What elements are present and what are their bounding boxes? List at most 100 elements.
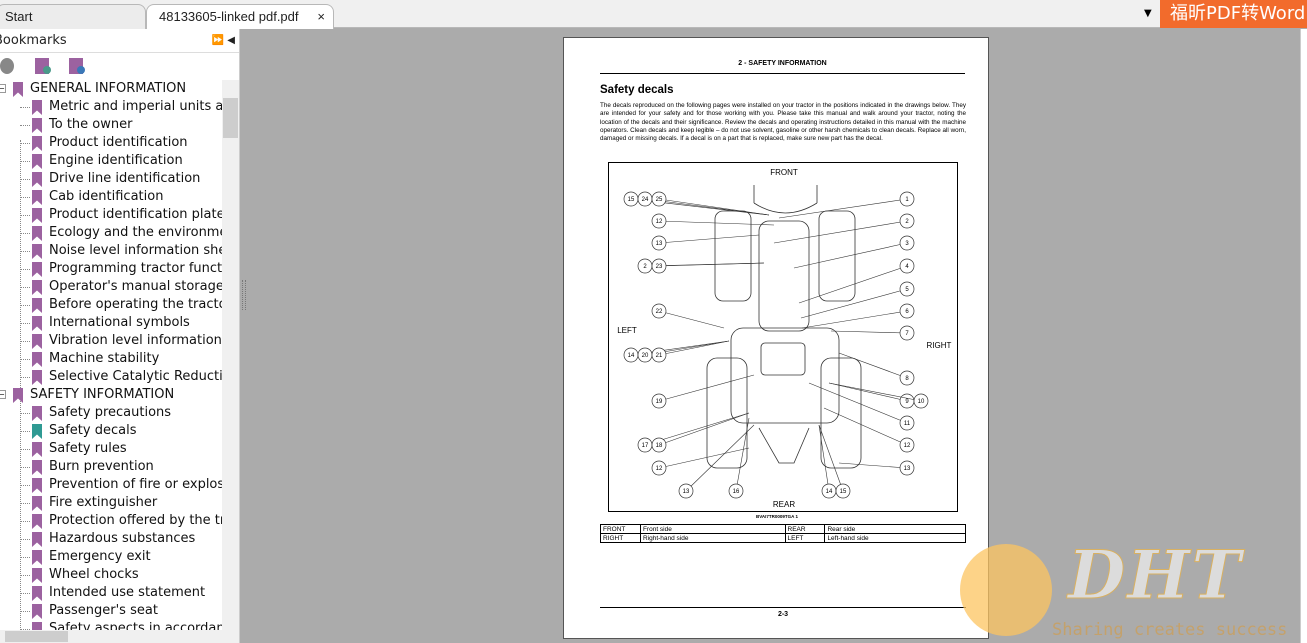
tab-list-dropdown-icon[interactable]: ▼ — [1144, 8, 1152, 19]
callout-circle — [835, 483, 851, 499]
callout-leader — [658, 198, 770, 216]
bookmark-item[interactable]: Safety rules — [0, 440, 222, 458]
bookmark-item[interactable]: Hazardous substances — [0, 530, 222, 548]
bookmark-item[interactable]: Protection offered by the tractor — [0, 512, 222, 530]
callout-number: 17 — [642, 443, 649, 449]
callout-leader — [658, 262, 765, 267]
bookmark-item[interactable]: Product identification — [0, 134, 222, 152]
legend-cell: Left-hand side — [824, 533, 966, 543]
callout-number: 24 — [642, 197, 649, 203]
front-right-tire — [818, 210, 856, 302]
callout-number: 21 — [656, 353, 663, 359]
bookmark-label: Passenger's seat — [49, 603, 158, 618]
bookmark-item[interactable]: Vibration level information sheet — [0, 332, 222, 350]
bookmark-item[interactable]: Passenger's seat — [0, 602, 222, 620]
callout-circle — [913, 393, 929, 409]
bookmark-icon — [32, 496, 42, 511]
callout-number: 14 — [826, 489, 833, 495]
bookmark-icon — [32, 190, 42, 205]
bookmark-item[interactable]: Safety aspects in accordance with — [0, 620, 222, 630]
callout-circle — [899, 235, 915, 251]
bookmark-item[interactable]: Operator's manual storage — [0, 278, 222, 296]
callout-circle — [899, 415, 915, 431]
callout-leader — [838, 352, 908, 379]
bookmark-label: Protection offered by the tractor — [49, 513, 222, 528]
vertical-scrollbar[interactable] — [222, 80, 239, 630]
tab-document[interactable]: 48133605-linked pdf.pdf× — [146, 4, 334, 29]
pdf-to-word-banner[interactable]: 福昕PDF转Word — [1160, 0, 1307, 28]
bookmark-item[interactable]: Noise level information sheet — [0, 242, 222, 260]
bookmark-item[interactable]: Before operating the tractor — [0, 296, 222, 314]
callout-leader — [818, 424, 844, 492]
bookmark-label: Metric and imperial units abbrev — [49, 99, 222, 114]
bookmark-label: Wheel chocks — [49, 567, 139, 582]
bookmark-item[interactable]: Cab identification — [0, 188, 222, 206]
bookmark-label: Emergency exit — [49, 549, 151, 564]
bookmark-item[interactable]: Product identification plate — [0, 206, 222, 224]
bookmark-label: Ecology and the environment — [49, 225, 222, 240]
running-head: 2 - SAFETY INFORMATION — [600, 60, 965, 74]
bookmark-item[interactable]: Drive line identification — [0, 170, 222, 188]
callout-number: 11 — [904, 421, 911, 427]
bookmark-item[interactable]: International symbols — [0, 314, 222, 332]
bookmark-icon — [32, 334, 42, 349]
bookmark-icon — [13, 82, 23, 97]
callout-number: 1 — [905, 197, 909, 203]
close-tab-button[interactable]: × — [317, 9, 325, 24]
direction-label-front: FRONT — [770, 168, 798, 177]
bookmark-label: Engine identification — [49, 153, 183, 168]
bookmark-item[interactable]: Fire extinguisher — [0, 494, 222, 512]
callout-number: 13 — [656, 241, 663, 247]
rear-left-tire — [706, 357, 748, 469]
bookmark-toolbar — [0, 53, 239, 79]
callout-circle — [899, 258, 915, 274]
callout-leader — [823, 407, 908, 446]
callout-number: 2 — [643, 264, 647, 270]
callout-circle — [651, 437, 667, 453]
bookmark-icon — [32, 442, 42, 457]
callout-number: 8 — [905, 376, 909, 382]
delete-bookmark-icon[interactable] — [0, 58, 14, 74]
bookmark-icon — [32, 514, 42, 529]
bookmark-item[interactable]: Safety decals — [0, 422, 222, 440]
tab-start[interactable]: Start — [0, 4, 146, 29]
roof-hatch — [760, 342, 806, 376]
bookmark-item[interactable]: −SAFETY INFORMATION — [0, 386, 222, 404]
bookmark-item[interactable]: Safety precautions — [0, 404, 222, 422]
bookmark-item[interactable]: Ecology and the environment — [0, 224, 222, 242]
bookmark-item[interactable]: Intended use statement — [0, 584, 222, 602]
horizontal-scrollbar[interactable] — [0, 630, 239, 643]
bookmark-icon — [32, 586, 42, 601]
bookmark-item[interactable]: Engine identification — [0, 152, 222, 170]
bookmark-item[interactable]: Emergency exit — [0, 548, 222, 566]
collapse-icon[interactable]: − — [0, 390, 6, 399]
collapse-icon[interactable]: − — [0, 84, 6, 93]
bookmark-item[interactable]: Machine stability — [0, 350, 222, 368]
page-number: 2-3 — [600, 607, 966, 618]
bookmark-label: Safety aspects in accordance with — [49, 621, 222, 630]
bookmark-item[interactable]: Programming tractor functions — [0, 260, 222, 278]
legend-cell: RIGHT — [600, 533, 641, 543]
bookmark-icon — [32, 604, 42, 619]
document-scrollbar[interactable] — [1300, 29, 1307, 643]
bookmark-item[interactable]: To the owner — [0, 116, 222, 134]
bookmark-item[interactable]: Selective Catalytic Reduction (SCR) — [0, 368, 222, 386]
bookmark-item[interactable]: Metric and imperial units abbrev — [0, 98, 222, 116]
panel-controls[interactable]: ⏩ ◀ — [211, 35, 235, 46]
goto-bookmark-icon[interactable] — [69, 58, 85, 74]
callout-number: 20 — [642, 353, 649, 359]
legend-cell: Front side — [639, 524, 786, 534]
bookmark-item[interactable]: Wheel chocks — [0, 566, 222, 584]
bookmark-item[interactable]: Prevention of fire or explosions — [0, 476, 222, 494]
callout-leader — [828, 382, 922, 402]
bookmark-label: Safety rules — [49, 441, 127, 456]
callout-leader — [828, 382, 908, 402]
bookmark-icon — [32, 244, 42, 259]
bookmark-item[interactable]: −GENERAL INFORMATION — [0, 80, 222, 98]
callout-leader — [658, 412, 750, 446]
panel-splitter[interactable] — [242, 280, 246, 310]
callout-number: 12 — [656, 219, 663, 225]
add-bookmark-icon[interactable] — [35, 58, 51, 74]
bookmark-item[interactable]: Burn prevention — [0, 458, 222, 476]
